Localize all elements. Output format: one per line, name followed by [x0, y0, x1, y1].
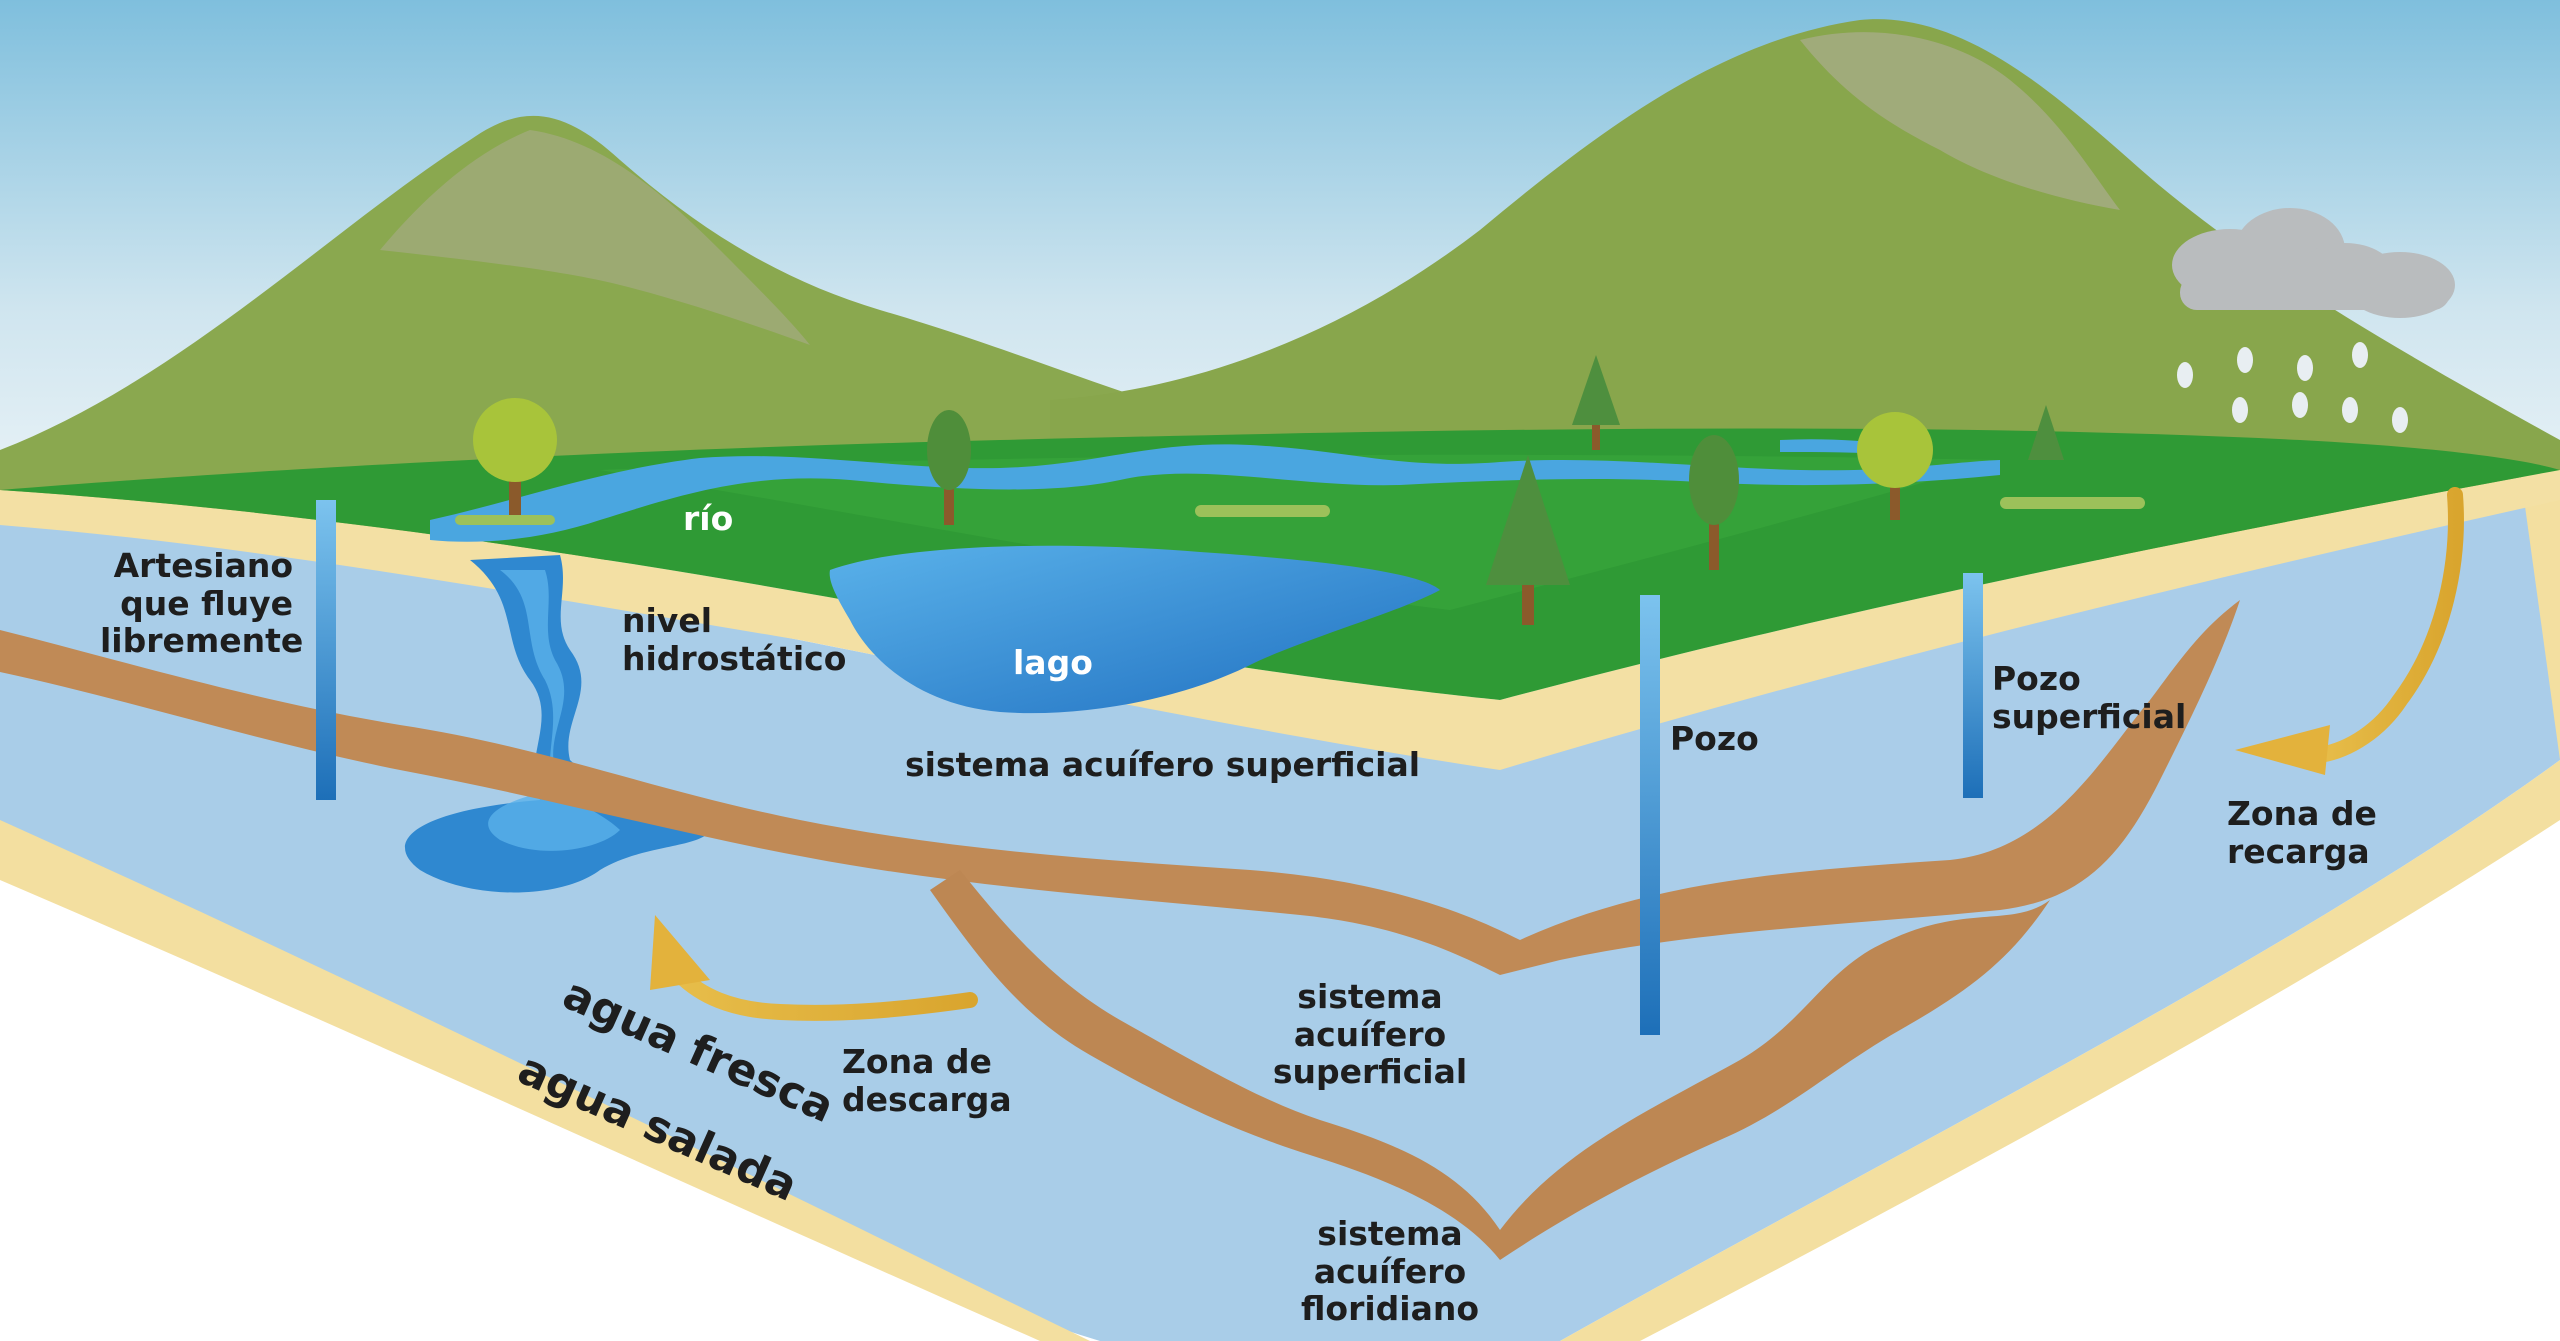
recharge-arrow-icon [2235, 487, 2464, 775]
mountain-right [1050, 19, 2560, 560]
pozo-superficial-label: Pozo superficial [1992, 659, 2187, 736]
mountain-right-shade [1800, 32, 2120, 211]
deep-well [1640, 595, 1660, 1035]
sistema-acuifero-floridiano-label: sistema acuífero floridiano [1300, 1214, 1480, 1329]
sistema-acuifero-superficial-lower-label: sistema acuífero superficial [1272, 977, 1468, 1092]
sand-top-edge-right [1500, 470, 2560, 770]
tree-icon [1857, 412, 1933, 520]
tree-icon [1572, 355, 1620, 450]
shallow-well [1963, 573, 1983, 798]
pozo-label: Pozo [1670, 719, 1759, 758]
zona-descarga-label: Zona de descarga [842, 1042, 1012, 1119]
discharge-arrow-icon [650, 915, 978, 1021]
aquifer-left-face [0, 500, 1500, 1341]
river [430, 444, 2000, 542]
zona-recarga-label: Zona de recarga [2227, 794, 2377, 871]
sand-rim-left [0, 820, 1090, 1341]
nivel-hidrostatico-label: nivel hidrostático [622, 601, 847, 678]
rio-label: río [683, 499, 734, 538]
artesian-well [316, 500, 336, 800]
tree-icon [2028, 405, 2064, 460]
cloud-icon [2172, 208, 2455, 318]
tree-icon [473, 398, 557, 515]
clay-layer-lower [930, 870, 2050, 1260]
rain-icon [2177, 342, 2408, 433]
tree-icon [1689, 435, 1739, 570]
lake [829, 545, 1440, 714]
lago-label: lago [1013, 643, 1093, 682]
tree-icon [1486, 455, 1570, 625]
artesiano-label: Artesiano que fluye libremente [100, 546, 304, 661]
grass-tuft-icon [455, 497, 2145, 525]
sistema-acuifero-superficial-top-label: sistema acuífero superficial [905, 745, 1421, 784]
tree-icon [927, 410, 971, 525]
sand-rim-right [1560, 470, 2560, 1341]
discharge-plume-highlight [488, 570, 620, 851]
mountain-left-shade [380, 130, 810, 345]
